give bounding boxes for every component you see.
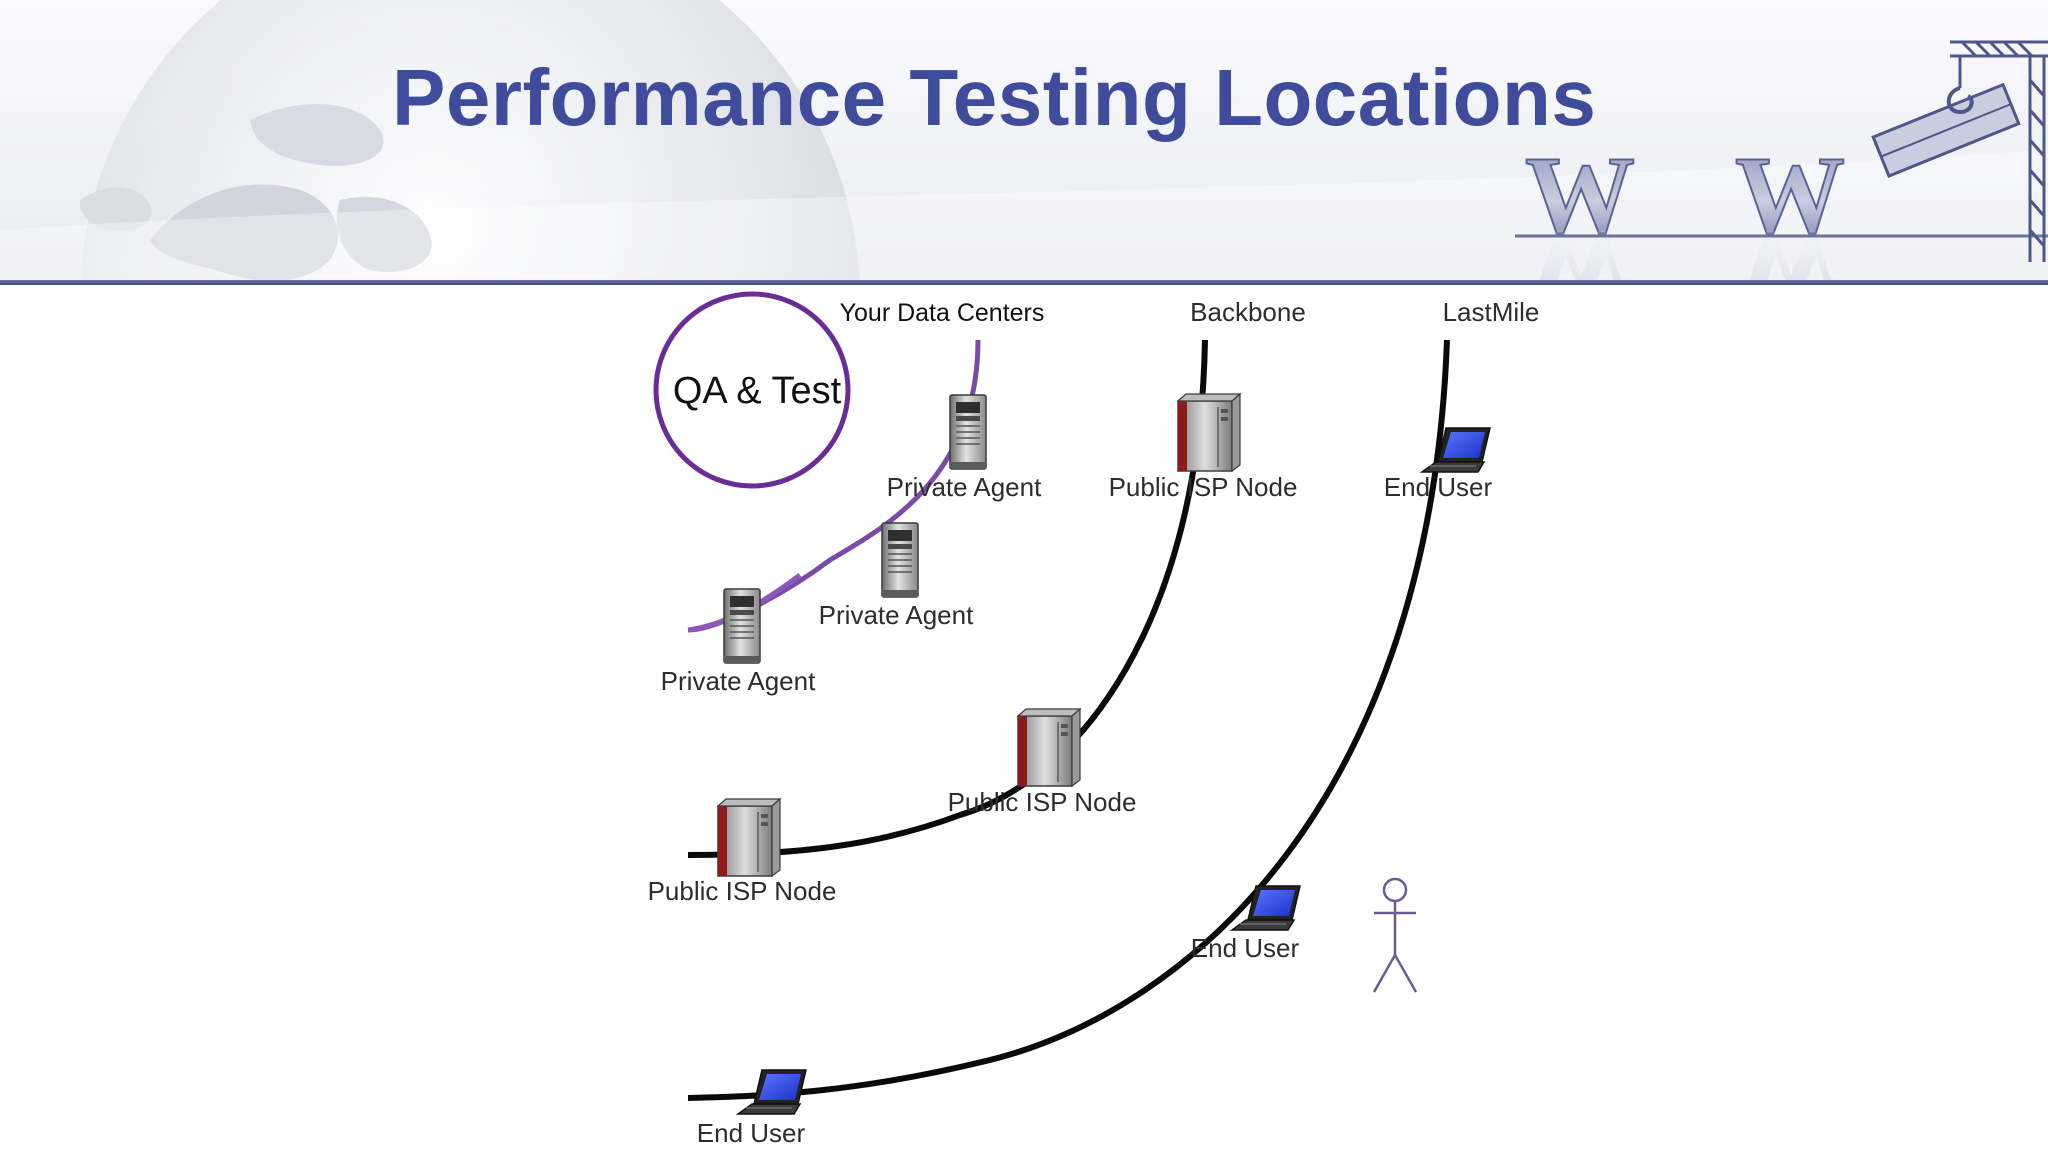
header-decoration: W W W W — [0, 0, 2048, 282]
header-divider — [0, 280, 2048, 285]
node-label-public-isp-node: Public ISP Node — [948, 787, 1137, 817]
column-header-data-centers: Your Data Centers — [840, 299, 1045, 327]
qa-test-label: QA & Test — [673, 370, 842, 412]
node-label-end-user: End User — [1384, 472, 1493, 502]
globe-watermark-icon — [79, 0, 860, 282]
isp-server-icon — [1177, 393, 1241, 472]
slide-header: W W W W Performance Testing Locations — [0, 0, 2048, 282]
column-header-last-mile: LastMile — [1443, 297, 1540, 327]
node-label-private-agent: Private Agent — [661, 666, 816, 696]
last-mile-link — [687, 339, 1450, 1101]
isp-server-icon — [717, 798, 781, 877]
column-header-backbone: Backbone — [1190, 297, 1306, 327]
page-title: Performance Testing Locations — [392, 53, 1597, 142]
node-label-public-isp-node: Public ISP Node — [1109, 472, 1298, 502]
www-logo-icon: W W W W — [1515, 40, 2048, 282]
node-label-end-user: End User — [1191, 933, 1300, 963]
isp-server-icon — [1017, 708, 1081, 787]
backbone-link — [687, 339, 1208, 858]
node-label-public-isp-node: Public ISP Node — [648, 876, 837, 906]
laptop-icon — [737, 1069, 807, 1115]
server-tower-icon — [949, 394, 987, 470]
server-tower-icon — [723, 588, 761, 664]
node-label-end-user: End User — [697, 1118, 806, 1148]
svg-text:W: W — [1525, 208, 1649, 282]
svg-text:W: W — [1735, 208, 1845, 282]
qa-test-circle — [653, 291, 851, 489]
node-label-private-agent: Private Agent — [819, 600, 974, 630]
server-tower-icon — [881, 522, 919, 598]
stick-figure-icon — [1372, 877, 1418, 993]
node-label-private-agent: Private Agent — [887, 472, 1042, 502]
laptop-icon — [1421, 427, 1491, 473]
